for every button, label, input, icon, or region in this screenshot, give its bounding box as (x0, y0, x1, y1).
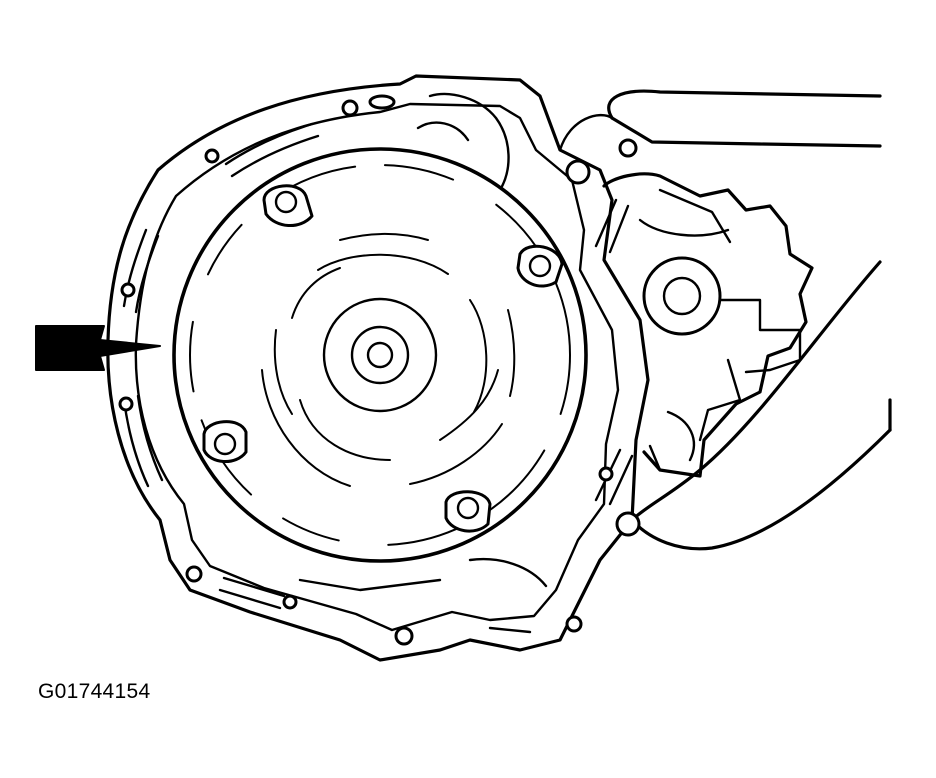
torque-converter (172, 147, 588, 563)
dowel-bolt (565, 159, 591, 185)
figure-id-label: G01744154 (38, 680, 151, 703)
bell-housing (106, 74, 650, 662)
converter-lug-bolt (202, 420, 248, 463)
converter-lug-bolt (444, 490, 492, 533)
arrow-right-icon (35, 325, 161, 371)
dowel-bolt (615, 511, 641, 537)
pump-assembly (602, 172, 814, 478)
converter-lug-bolt (262, 184, 314, 227)
pump-pulley (642, 256, 722, 336)
converter-lug-bolt (516, 244, 564, 288)
engine-block-outline (558, 89, 892, 551)
